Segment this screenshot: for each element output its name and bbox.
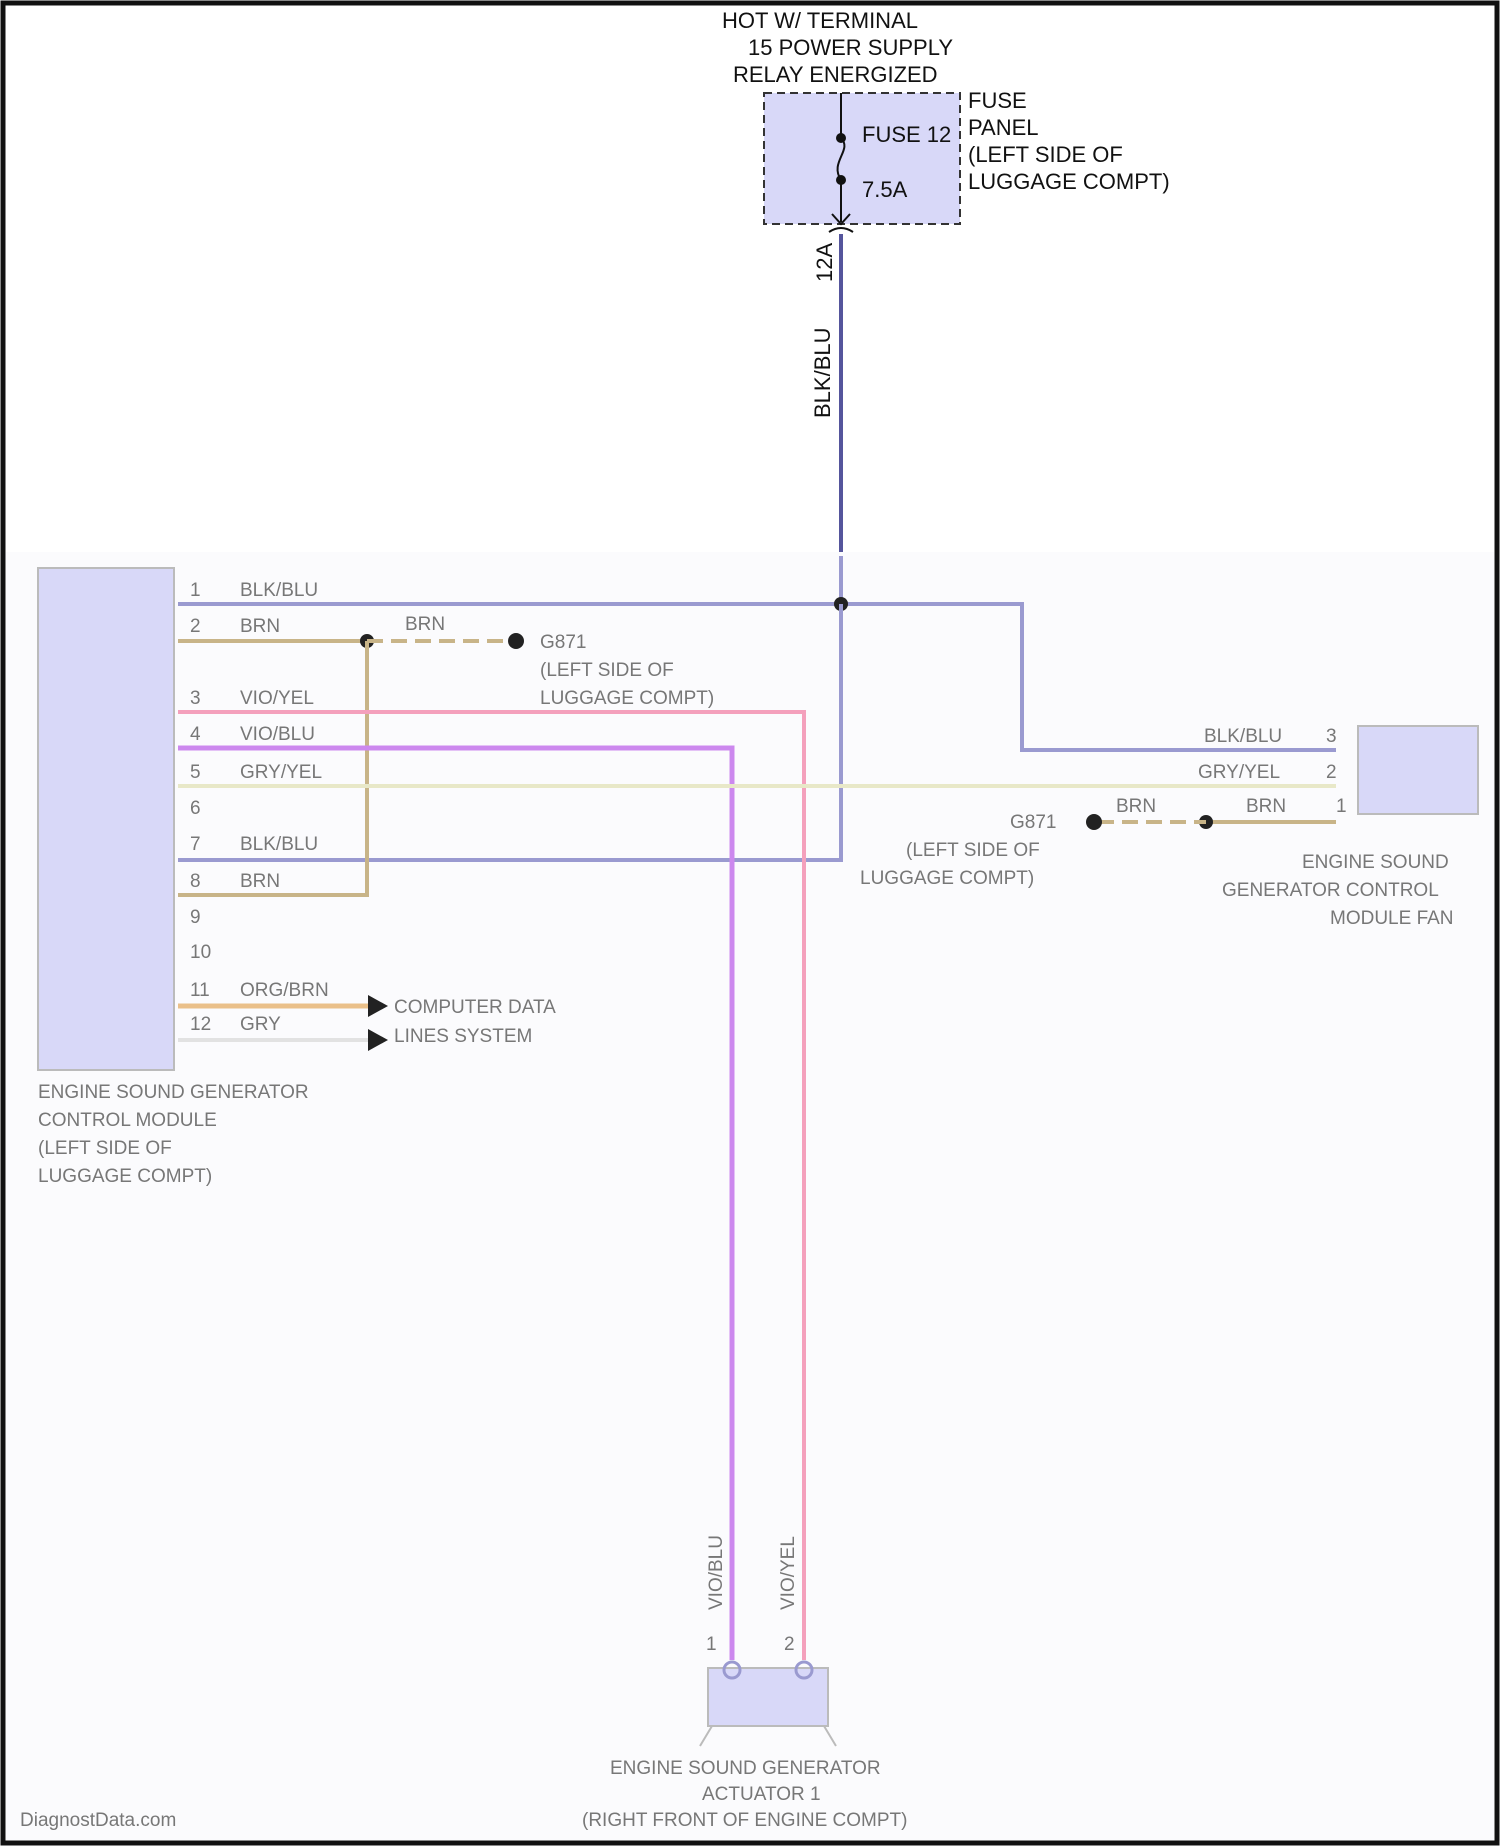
pin-number-12: 12 bbox=[190, 1014, 211, 1035]
ground-right-loc-1: (LEFT SIDE OF bbox=[906, 840, 1040, 861]
actuator-label-2: ACTUATOR 1 bbox=[702, 1784, 821, 1805]
watermark: DiagnostData.com bbox=[20, 1810, 176, 1831]
ground-left-name: G871 bbox=[540, 632, 586, 653]
pin-number-9: 9 bbox=[190, 907, 201, 928]
module-label-1: ENGINE SOUND GENERATOR bbox=[38, 1082, 309, 1103]
fuse-name: FUSE 12 bbox=[862, 122, 951, 147]
fan-pin-wire-3: BLK/BLU bbox=[1204, 726, 1282, 747]
pin-wire-1: BLK/BLU bbox=[240, 580, 318, 601]
pin-number-8: 8 bbox=[190, 871, 201, 892]
actuator-wire-2: VIO/YEL bbox=[778, 1536, 799, 1610]
actuator-label-3: (RIGHT FRONT OF ENGINE COMPT) bbox=[582, 1810, 907, 1831]
data-lines-label-1: COMPUTER DATA bbox=[394, 997, 556, 1018]
pin-wire-5: GRY/YEL bbox=[240, 762, 322, 783]
fan-label-2: GENERATOR CONTROL bbox=[1222, 880, 1439, 901]
pin-number-6: 6 bbox=[190, 798, 201, 819]
pin-number-4: 4 bbox=[190, 724, 201, 745]
ground-right-terminal bbox=[1086, 814, 1102, 830]
pin-wire-3: VIO/YEL bbox=[240, 688, 314, 709]
supply-label-2: 15 POWER SUPPLY bbox=[748, 35, 953, 60]
actuator-pin-2: 2 bbox=[784, 1634, 795, 1655]
pin-wire-8: BRN bbox=[240, 871, 280, 892]
ground-right-loc-2: LUGGAGE COMPT) bbox=[860, 868, 1034, 889]
ground-right-wire: BRN bbox=[1116, 796, 1156, 817]
fan-pin-number-3: 3 bbox=[1326, 726, 1337, 747]
module-label-4: LUGGAGE COMPT) bbox=[38, 1166, 212, 1187]
ground-right-name: G871 bbox=[1010, 812, 1056, 833]
pin-number-11: 11 bbox=[190, 980, 210, 1001]
control-module-box bbox=[38, 568, 174, 1070]
pin-wire-12: GRY bbox=[240, 1014, 281, 1035]
module-label-3: (LEFT SIDE OF bbox=[38, 1138, 172, 1159]
ground-left-loc-2: LUGGAGE COMPT) bbox=[540, 688, 714, 709]
fuse-rating: 7.5A bbox=[862, 177, 908, 202]
pin-number-1: 1 bbox=[190, 580, 201, 601]
actuator-pin-1: 1 bbox=[706, 1634, 717, 1655]
actuator-label-1: ENGINE SOUND GENERATOR bbox=[610, 1758, 881, 1779]
supply-label-3: RELAY ENERGIZED bbox=[733, 62, 938, 87]
fan-pin-number-2: 2 bbox=[1326, 762, 1337, 783]
fan-pin-wire-1: BRN bbox=[1246, 796, 1286, 817]
supply-label-1: HOT W/ TERMINAL bbox=[722, 8, 918, 33]
fuse-panel-label-2: PANEL bbox=[968, 115, 1039, 140]
fuse-panel-label-1: FUSE bbox=[968, 88, 1027, 113]
pin-wire-7: BLK/BLU bbox=[240, 834, 318, 855]
fan-label-1: ENGINE SOUND bbox=[1302, 852, 1449, 873]
pin-wire-4: VIO/BLU bbox=[240, 724, 315, 745]
fuse-panel-label-4: LUGGAGE COMPT) bbox=[968, 169, 1170, 194]
data-lines-label-2: LINES SYSTEM bbox=[394, 1026, 532, 1047]
pin-number-10: 10 bbox=[190, 942, 211, 963]
pin-number-2: 2 bbox=[190, 616, 201, 637]
fuse-connector-cup bbox=[829, 228, 853, 232]
ground-left-loc-1: (LEFT SIDE OF bbox=[540, 660, 674, 681]
fuse-panel-box bbox=[764, 93, 960, 224]
pin-number-7: 7 bbox=[190, 834, 201, 855]
fuse-panel-label-3: (LEFT SIDE OF bbox=[968, 142, 1123, 167]
fan-label-3: MODULE FAN bbox=[1330, 908, 1454, 929]
module-label-2: CONTROL MODULE bbox=[38, 1110, 217, 1131]
pin-number-5: 5 bbox=[190, 762, 201, 783]
fuse-connector-pin: 12A bbox=[812, 243, 837, 282]
feed-wire-color: BLK/BLU bbox=[810, 328, 835, 419]
ground-left-terminal bbox=[508, 633, 524, 649]
actuator-wire-1: VIO/BLU bbox=[706, 1535, 727, 1610]
fan-pin-number-1: 1 bbox=[1336, 796, 1347, 817]
ground-left-wire: BRN bbox=[405, 614, 445, 635]
pin-wire-11: ORG/BRN bbox=[240, 980, 329, 1001]
pin-number-3: 3 bbox=[190, 688, 201, 709]
lower-schematic: 1 BLK/BLU 2 BRN 3 VIO/YEL 4 VIO/BLU 5 GR… bbox=[6, 552, 1494, 1840]
fan-pin-wire-2: GRY/YEL bbox=[1198, 762, 1280, 783]
pin-wire-2: BRN bbox=[240, 616, 280, 637]
fan-module-box bbox=[1358, 726, 1478, 814]
